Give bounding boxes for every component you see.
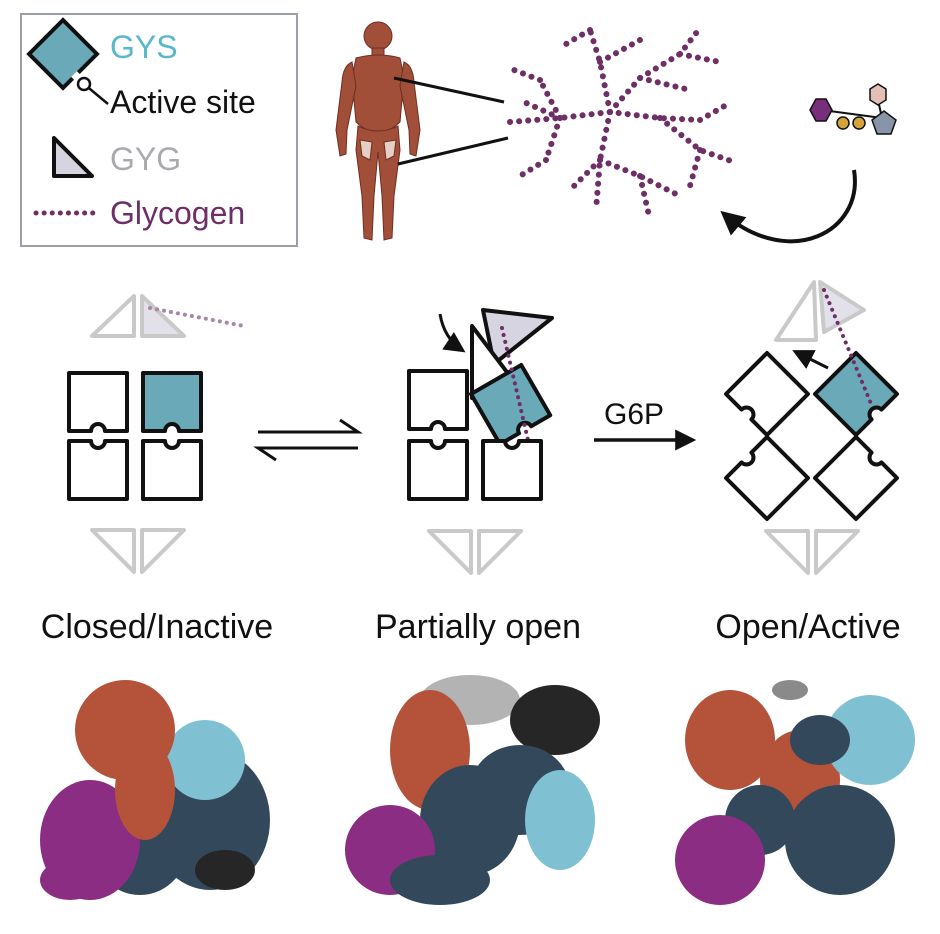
pointer-line-lower: [397, 136, 509, 166]
state-label-open: Open/Active: [715, 608, 900, 646]
active-site-marker-icon: [76, 76, 92, 92]
gys-subunit-icon: [67, 439, 129, 501]
faded-gyg-icon: [764, 529, 810, 575]
human-muscle-figure-icon: [335, 21, 421, 241]
gys-subunit-icon: [726, 353, 808, 435]
gys-subunit-active-icon: [141, 371, 203, 433]
state-open-active: [726, 280, 897, 575]
faded-gyg-icon: [140, 294, 186, 338]
legend-gyg-label: GYG: [110, 141, 181, 177]
gyg-subunit-icon: [481, 308, 554, 366]
gys-subunit-icon: [67, 371, 129, 433]
legend-active-site-label: Active site: [110, 84, 256, 120]
substrate-udp-glucose-icon: [809, 83, 897, 135]
conformational-arrow-icon: [792, 350, 829, 370]
faded-gyg-icon: [90, 294, 136, 338]
faded-gyg-icon: [818, 280, 866, 334]
state-label-closed: Closed/Inactive: [41, 608, 273, 646]
legend-gys-label: GYS: [110, 29, 178, 65]
faded-gyg-icon: [477, 529, 523, 575]
gys-subunit-icon: [726, 437, 808, 519]
glycogen-chain: [500, 326, 530, 442]
faded-glycogen-chain: [148, 306, 246, 328]
glycogen-chain: [822, 288, 874, 408]
gys-subunit-icon: [141, 439, 203, 501]
gys-subunit-active-icon: [815, 353, 897, 435]
gys-icon: [26, 17, 100, 91]
effector-label: G6P: [604, 398, 664, 431]
gys-subunit-icon: [815, 437, 897, 519]
cryo-em-map-closed: [40, 680, 270, 900]
glycogen-particle: [507, 25, 737, 223]
gys-subunit-icon: [481, 439, 543, 501]
state-closed-inactive: [67, 294, 246, 574]
faded-gyg-icon: [814, 529, 860, 575]
faded-gyg-icon: [774, 280, 818, 342]
gyg-icon: [52, 136, 94, 178]
gys-subunit-icon: [407, 439, 469, 501]
equilibrium-arrows-icon: [253, 418, 363, 462]
faded-gyg-icon: [90, 528, 136, 574]
cryo-em-map-partial: [345, 675, 600, 905]
faded-gyg-icon: [140, 528, 186, 574]
faded-gyg-icon: [427, 529, 473, 575]
cryo-em-map-open: [675, 680, 915, 905]
state-partially-open: [407, 308, 554, 575]
conformational-arrow-icon: [438, 313, 466, 353]
legend: GYS Active site GYG Glycogen: [20, 13, 298, 247]
state-label-partial: Partially open: [375, 608, 581, 646]
synthesis-cycle-arrow: [720, 169, 857, 244]
pointer-line-upper: [393, 76, 505, 104]
gys-subunit-icon: [407, 369, 469, 431]
legend-glycogen-label: Glycogen: [110, 195, 245, 231]
